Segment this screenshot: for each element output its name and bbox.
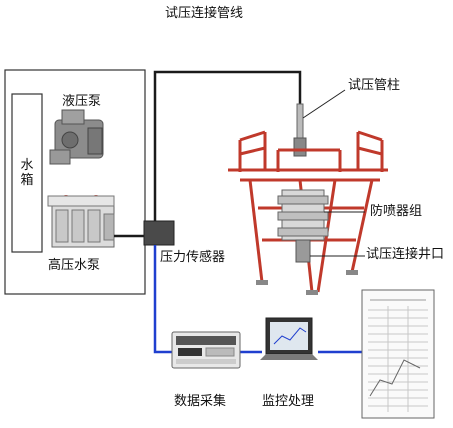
pump-enclosure — [4, 69, 146, 295]
label-data-acquisition: 数据采集 — [174, 394, 227, 409]
bop-stack-icon — [277, 189, 329, 263]
hydraulic-pump-icon — [49, 109, 104, 165]
test-column-icon — [293, 103, 307, 157]
label-test-pipeline: 试压连接管线 — [165, 6, 244, 21]
test-pipeline-line — [153, 70, 302, 222]
signal-line-sensor — [153, 245, 172, 354]
laptop-icon — [260, 317, 318, 360]
pressure-sensor-box — [143, 220, 175, 246]
label-hydraulic-pump: 液压泵 — [62, 94, 102, 109]
data-acquisition-device-icon — [171, 331, 241, 369]
label-pressure-sensor: 压力传感器 — [160, 250, 226, 265]
label-water-tank: 水箱 — [20, 158, 34, 188]
label-monitoring: 监控处理 — [262, 394, 315, 409]
label-wellhead-connection: 试压连接井口 — [366, 247, 445, 262]
label-test-column: 试压管柱 — [348, 78, 401, 93]
label-bop-stack: 防喷器组 — [370, 204, 423, 219]
water-tank-box — [11, 93, 43, 253]
label-high-pressure-pump: 高压水泵 — [48, 258, 101, 273]
test-column-leader — [302, 89, 346, 119]
rig-feet — [256, 270, 358, 295]
report-document-icon — [361, 289, 435, 419]
high-pressure-pump-icon — [47, 195, 115, 248]
